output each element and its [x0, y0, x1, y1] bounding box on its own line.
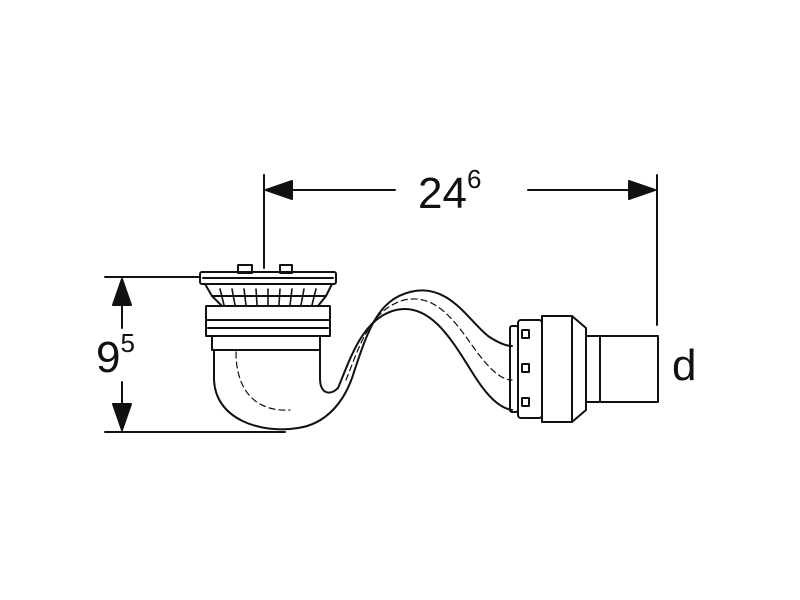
length-value: 24 [418, 169, 467, 218]
drain-grate [199, 264, 337, 307]
u-bend-pipe [213, 349, 355, 431]
length-dimension-line [265, 180, 656, 200]
height-value: 9 [96, 333, 120, 382]
length-superscript: 6 [467, 164, 481, 194]
height-dimension-line [112, 278, 132, 431]
length-dimension-label: 246 [418, 164, 481, 218]
pipe-coupling [509, 315, 587, 423]
height-dimension-label: 95 [96, 328, 135, 382]
diameter-label: d [672, 341, 696, 390]
outlet-pipe [585, 335, 659, 403]
flexible-hose [337, 289, 513, 411]
height-superscript: 5 [120, 328, 134, 358]
trap-body [205, 305, 331, 351]
